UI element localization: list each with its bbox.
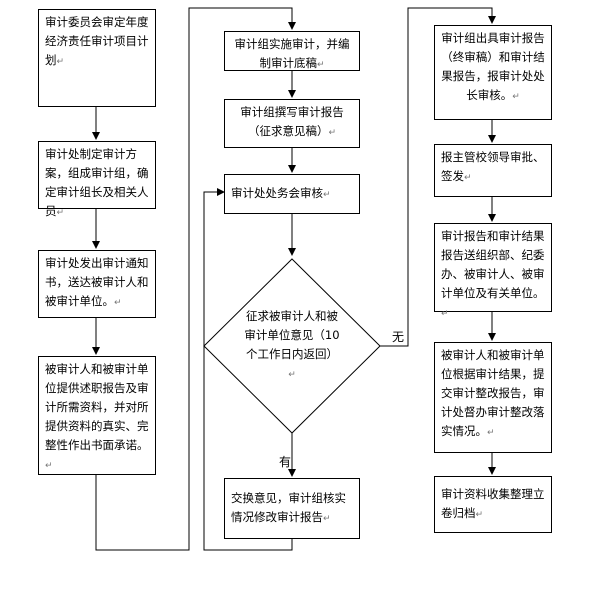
step-text: 审计组撰写审计报告（征求意见稿）	[240, 105, 344, 138]
step-exchange-opinions: 交换意见，审计组核实情况修改审计报告↵	[224, 478, 360, 539]
return-mark: ↵	[512, 92, 520, 102]
step-text: 审计组实施审计，并编制审计底稿	[234, 37, 350, 70]
step-implement-audit: 审计组实施审计，并编制审计底稿↵	[224, 31, 360, 71]
label-no: 无	[392, 330, 405, 344]
return-mark: ↵	[114, 298, 122, 308]
return-mark: ↵	[475, 510, 484, 520]
return-mark: ↵	[56, 57, 65, 67]
return-mark: ↵	[487, 428, 495, 438]
label-yes: 有	[279, 455, 292, 469]
return-mark: ↵	[464, 173, 472, 183]
step-text: 被审计人和被审计单位根据审计结果，提交审计整改报告，审计处督办审计整改落实情况。	[441, 348, 545, 438]
step-text: 审计处发出审计通知书，送达被审计人和被审计单位。	[45, 256, 149, 308]
step-review-meeting: 审计处处务会审核↵	[224, 174, 360, 214]
step-text: 交换意见，审计组核实情况修改审计报告	[231, 491, 346, 524]
step-make-plan: 审计处制定审计方案，组成审计组，确定审计组长及相关人员↵	[38, 141, 156, 218]
step-approve-plan: 审计委员会审定年度经济责任审计项目计划↵	[38, 9, 156, 107]
return-mark: ↵	[323, 190, 331, 200]
step-text: 审计处制定审计方案，组成审计组，确定审计组长及相关人员	[45, 147, 149, 218]
step-final-report: 审计组出具审计报告（终审稿）和审计结果报告，报审计处处长审核。↵	[434, 25, 552, 120]
return-mark: ↵	[288, 370, 296, 380]
step-text: 报主管校领导审批、签发	[441, 150, 545, 183]
step-provide-materials: 被审计人和被审计单位提供述职报告及审计所需资料，并对所提供资料的真实、完整性作出…	[38, 356, 156, 475]
arrow-n8-n10	[380, 7, 496, 347]
step-text: 被审计人和被审计单位提供述职报告及审计所需资料，并对所提供资料的真实、完整性作出…	[45, 362, 149, 452]
decision-text: 征求被审计人和被审计单位意见（10个工作日内返回） ↵	[244, 307, 340, 385]
return-mark: ↵	[323, 514, 331, 524]
step-send-notice: 审计处发出审计通知书，送达被审计人和被审计单位。↵	[38, 250, 156, 318]
step-rectification: 被审计人和被审计单位根据审计结果，提交审计整改报告，审计处督办审计整改落实情况。…	[434, 342, 552, 453]
return-mark: ↵	[56, 208, 65, 218]
step-leader-approval: 报主管校领导审批、签发↵	[434, 144, 552, 197]
step-text: 审计组出具审计报告（终审稿）和审计结果报告，报审计处处长审核。	[441, 31, 545, 102]
return-mark: ↵	[441, 309, 449, 319]
step-text: 审计报告和审计结果报告送组织部、纪委办、被审计人、被审计单位及有关单位。	[441, 229, 545, 300]
step-text: 征求被审计人和被审计单位意见（10个工作日内返回）	[244, 309, 340, 361]
return-mark: ↵	[45, 461, 53, 471]
step-text: 审计委员会审定年度经济责任审计项目计划	[45, 15, 149, 67]
step-distribute-reports: 审计报告和审计结果报告送组织部、纪委办、被审计人、被审计单位及有关单位。 ↵	[434, 223, 552, 319]
arrow-n4-n5	[95, 7, 296, 551]
step-draft-report: 审计组撰写审计报告（征求意见稿）↵	[224, 99, 360, 148]
return-mark: ↵	[328, 128, 337, 138]
return-mark: ↵	[316, 60, 325, 70]
step-text: 审计资料收集整理立卷归档	[441, 487, 545, 520]
arrow-n9-n7	[203, 188, 293, 551]
step-text: 审计处处务会审核	[231, 186, 323, 200]
step-archive: 审计资料收集整理立卷归档↵	[434, 476, 552, 533]
